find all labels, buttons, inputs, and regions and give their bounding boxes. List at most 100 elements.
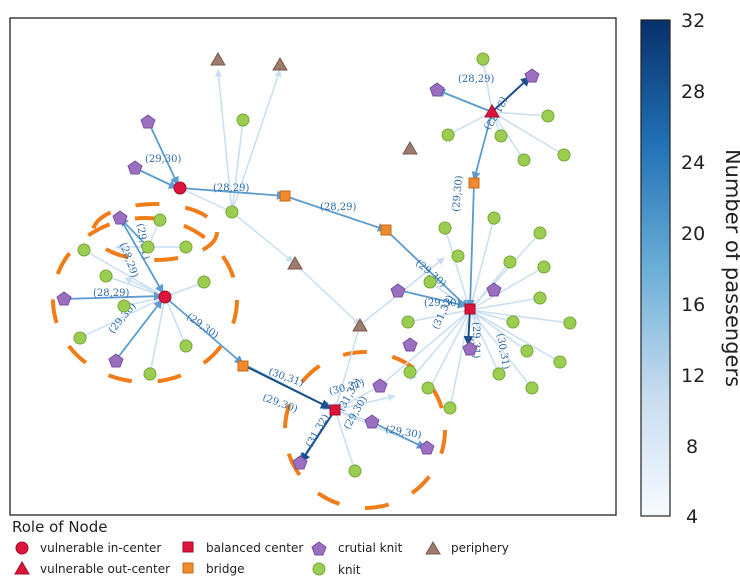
legend-label: bridge (206, 562, 245, 576)
crutial-knit-node (524, 68, 540, 83)
crutial-knit-node (56, 291, 72, 306)
legend-title: Role of Node (12, 518, 107, 536)
crutial-knit-node (486, 282, 502, 297)
knit-node (563, 316, 577, 330)
legend-marker-balanced-center (182, 541, 194, 553)
periphery-node (287, 256, 303, 270)
knit-node (197, 275, 211, 289)
edge-label: (28,29) (93, 288, 130, 299)
knit-node (73, 331, 87, 345)
knit-node (401, 315, 415, 329)
knit-node (143, 367, 157, 381)
balanced-center-node (464, 303, 476, 315)
colorbar-tick: 28 (681, 81, 705, 103)
periphery-node (352, 318, 368, 332)
crutial-knit-node (112, 210, 128, 225)
light-edges (79, 59, 571, 472)
colorbar-tick: 32 (681, 10, 705, 32)
crutial-knit-node (127, 160, 143, 175)
vulnerable-in-center-node (158, 290, 172, 304)
bridge-node (237, 360, 249, 372)
knit-node (403, 365, 417, 379)
crutial-knit-node (372, 378, 388, 393)
colorbar-tick: 4 (686, 506, 698, 528)
crutial-knit-node (419, 440, 435, 455)
legend-marker-vulnerable-in-center (15, 541, 29, 555)
edge-label: (29,30) (451, 175, 465, 212)
legend-label: knit (338, 563, 361, 577)
community-ring-bottom (283, 350, 447, 510)
knit-node (494, 129, 508, 143)
crutial-knit-node (108, 353, 124, 368)
knit-node (179, 339, 193, 353)
knit-node (236, 113, 250, 127)
legend-label: periphery (451, 541, 509, 555)
knit-node (141, 240, 155, 254)
vulnerable-out-center-node (484, 104, 500, 118)
knit-node (492, 367, 506, 381)
legend-marker-periphery (425, 541, 441, 555)
edge-label: (28,29) (213, 183, 250, 194)
colorbar-tick: 24 (681, 152, 705, 174)
bridge-node (380, 224, 392, 236)
knit-node (438, 221, 452, 235)
knit-node (421, 381, 435, 395)
colorbar: 32 28 24 20 16 12 8 4 Number of passenge… (640, 10, 740, 528)
edge-label: (29,30) (424, 298, 461, 309)
crutial-knit-nodes (56, 68, 540, 470)
colorbar-tick: 16 (681, 294, 705, 316)
edge-label: (28,29) (320, 202, 357, 213)
knit-node (487, 211, 501, 225)
knit-node (557, 148, 571, 162)
knit-node (525, 381, 539, 395)
periphery-node (272, 57, 288, 71)
periphery-node (210, 52, 226, 66)
colorbar-tick: 8 (686, 436, 698, 458)
knit-node (348, 464, 362, 478)
periphery-node (402, 141, 418, 155)
knit-node (441, 128, 455, 142)
bridge-node (279, 190, 291, 202)
legend-label: balanced center (206, 541, 303, 555)
crutial-knit-node (364, 414, 380, 429)
legend-marker-vulnerable-out-center (14, 561, 30, 575)
edge-label: (29,31) (470, 322, 481, 359)
knit-nodes (73, 52, 577, 478)
dark-edges (244, 76, 531, 463)
edge-label: (29,30) (145, 154, 182, 165)
knit-node (117, 299, 131, 313)
legend: Role of Node vulnerable in-center vulner… (12, 518, 509, 577)
crutial-knit-node (402, 337, 418, 352)
knit-node (153, 213, 167, 227)
bridge-node (468, 177, 480, 189)
knit-node (423, 275, 437, 289)
knit-node (533, 291, 547, 305)
knit-node (443, 401, 457, 415)
edge-label: (28,29) (458, 74, 495, 85)
knit-node (506, 315, 520, 329)
balanced-center-node (329, 404, 341, 416)
legend-marker-bridge (182, 562, 194, 574)
community-ring-left-lower (51, 216, 239, 384)
knit-node (517, 153, 531, 167)
colorbar-gradient (640, 19, 671, 517)
knit-node (553, 355, 567, 369)
community-ring-left-upper (91, 202, 219, 262)
knit-node (99, 269, 113, 283)
knit-node (476, 52, 490, 66)
legend-label: vulnerable out-center (40, 562, 170, 576)
legend-label: crutial knit (338, 541, 403, 555)
legend-label: vulnerable in-center (40, 541, 161, 555)
crutial-knit-node (292, 455, 308, 470)
crutial-knit-node (390, 283, 406, 298)
knit-node (503, 255, 517, 269)
knit-node (77, 243, 91, 257)
knit-node (179, 240, 193, 254)
vulnerable-in-center-node (173, 181, 187, 195)
crutial-knit-node (462, 341, 478, 356)
knit-node (537, 260, 551, 274)
colorbar-tick: 20 (681, 223, 705, 245)
legend-marker-crutial-knit (311, 541, 327, 556)
knit-node (533, 226, 547, 240)
